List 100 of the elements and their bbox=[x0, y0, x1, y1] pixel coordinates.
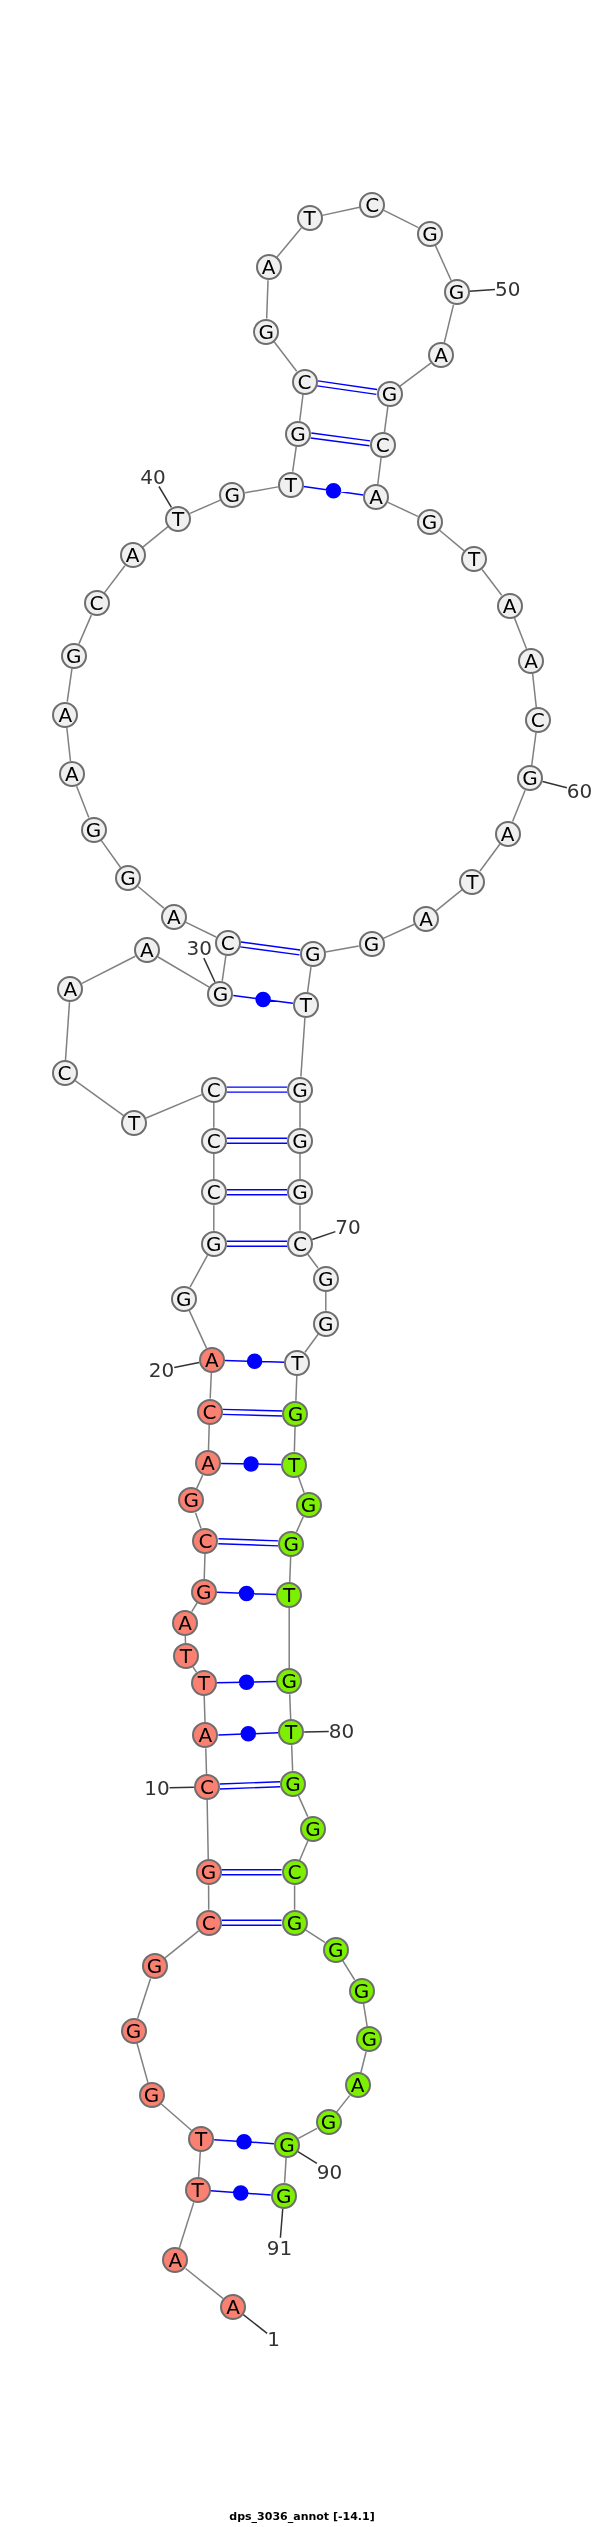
leader-line bbox=[242, 2313, 268, 2335]
nucleotide-node: G bbox=[356, 2026, 383, 2053]
nucleotide-node: A bbox=[195, 1450, 222, 1477]
nucleotide-node: T bbox=[188, 2125, 215, 2152]
backbone-line bbox=[213, 1101, 215, 1129]
nucleotide-node: G bbox=[295, 1492, 322, 1518]
nucleotide-node: G bbox=[281, 1909, 308, 1936]
backbone-line bbox=[288, 1607, 290, 1669]
nucleotide-node: C bbox=[369, 432, 396, 458]
base-pair-line bbox=[309, 432, 371, 447]
nucleotide-node: G bbox=[253, 318, 280, 345]
backbone-line bbox=[293, 1426, 296, 1453]
position-number: 30 bbox=[186, 938, 212, 959]
base-pair-line bbox=[213, 2133, 275, 2150]
nucleotide-node: G bbox=[195, 1859, 222, 1886]
nucleotide-node: G bbox=[270, 2182, 297, 2209]
backbone-line bbox=[142, 525, 169, 548]
nucleotide-node: G bbox=[280, 1770, 307, 1797]
backbone-line bbox=[297, 2127, 318, 2140]
backbone-line bbox=[438, 529, 465, 552]
backbone-line bbox=[382, 923, 416, 940]
nucleotide-node: G bbox=[312, 1265, 339, 1292]
nucleotide-node: G bbox=[376, 380, 403, 407]
nucleotide-node: G bbox=[200, 1230, 227, 1257]
nucleotide-node: C bbox=[192, 1527, 219, 1554]
backbone-line bbox=[178, 2201, 195, 2249]
position-number: 10 bbox=[144, 1778, 170, 1799]
nucleotide-node: C bbox=[214, 929, 241, 956]
nucleotide-node: A bbox=[162, 2247, 189, 2274]
nucleotide-node: T bbox=[278, 1719, 305, 1746]
base-pair-line bbox=[221, 1919, 283, 1926]
nucleotide-node: G bbox=[285, 420, 312, 447]
backbone-line bbox=[530, 732, 537, 766]
backbone-line bbox=[221, 954, 227, 982]
backbone-line bbox=[298, 1839, 309, 1862]
base-pair-line bbox=[302, 483, 365, 499]
backbone-line bbox=[290, 1744, 294, 1772]
nucleotide-node: G bbox=[80, 816, 107, 843]
backbone-line bbox=[145, 1093, 203, 1119]
leader-line bbox=[279, 2208, 284, 2239]
backbone-line bbox=[184, 2267, 224, 2300]
backbone-line bbox=[298, 393, 304, 422]
nucleotide-node: G bbox=[358, 930, 385, 957]
backbone-line bbox=[209, 1372, 213, 1400]
backbone-line bbox=[325, 1290, 327, 1312]
nucleotide-node: A bbox=[133, 937, 160, 964]
base-pair-line bbox=[221, 1408, 284, 1417]
nucleotide-node: T bbox=[296, 205, 323, 232]
backbone-line bbox=[307, 1253, 319, 1269]
backbone-line bbox=[300, 1017, 306, 1078]
position-number: 20 bbox=[148, 1360, 175, 1380]
backbone-line bbox=[197, 2151, 202, 2178]
nucleotide-node: A bbox=[255, 254, 282, 281]
nucleotide-node: G bbox=[517, 765, 543, 792]
base-pair-line bbox=[226, 1240, 288, 1247]
caption: dps_3036_annot [-14.1] bbox=[229, 2510, 375, 2523]
nucleotide-node: A bbox=[344, 2072, 371, 2099]
backbone-line bbox=[195, 1474, 204, 1490]
backbone-line bbox=[341, 1959, 356, 1981]
nucleotide-node: A bbox=[496, 592, 523, 619]
base-pair-line bbox=[239, 941, 301, 956]
nucleotide-node: A bbox=[428, 342, 455, 369]
backbone-line bbox=[137, 885, 165, 909]
backbone-line bbox=[513, 616, 528, 650]
backbone-line bbox=[288, 1693, 292, 1721]
position-number: 1 bbox=[267, 2328, 280, 2349]
backbone-line bbox=[511, 789, 526, 823]
backbone-line bbox=[288, 1556, 292, 1583]
nucleotide-node: C bbox=[359, 191, 386, 218]
nucleotide-node: T bbox=[284, 1349, 311, 1376]
leader-line bbox=[311, 1230, 337, 1241]
backbone-line bbox=[66, 667, 73, 703]
backbone-line bbox=[387, 501, 419, 518]
nucleotide-node: A bbox=[192, 1722, 219, 1749]
position-number: 80 bbox=[328, 1721, 355, 1742]
backbone-line bbox=[74, 1079, 125, 1117]
backbone-line bbox=[481, 568, 503, 596]
nucleotide-node: T bbox=[190, 1670, 217, 1697]
base-pair-line bbox=[226, 1086, 288, 1093]
nucleotide-node: C bbox=[83, 590, 110, 617]
nucleotide-node: G bbox=[141, 1953, 168, 1980]
nucleotide-node: T bbox=[165, 505, 192, 532]
backbone-line bbox=[291, 445, 297, 473]
nucleotide-node: G bbox=[273, 2131, 300, 2158]
backbone-line bbox=[299, 1101, 301, 1129]
nucleotide-node: T bbox=[292, 992, 319, 1018]
backbone-line bbox=[78, 614, 93, 645]
backbone-line bbox=[189, 499, 222, 515]
nucleotide-node: G bbox=[207, 980, 234, 1007]
nucleotide-node: G bbox=[170, 1285, 197, 1312]
position-number: 40 bbox=[140, 466, 166, 487]
backbone-line bbox=[304, 1929, 326, 1944]
nucleotide-node: G bbox=[315, 2109, 342, 2136]
nucleotide-node: A bbox=[52, 701, 79, 728]
backbone-line bbox=[203, 1553, 206, 1580]
base-pair-line bbox=[220, 1456, 282, 1472]
nucleotide-node: G bbox=[300, 1815, 327, 1842]
nucleotide-node: G bbox=[287, 1076, 313, 1103]
backbone-line bbox=[297, 1794, 309, 1818]
backbone-line bbox=[75, 785, 90, 819]
